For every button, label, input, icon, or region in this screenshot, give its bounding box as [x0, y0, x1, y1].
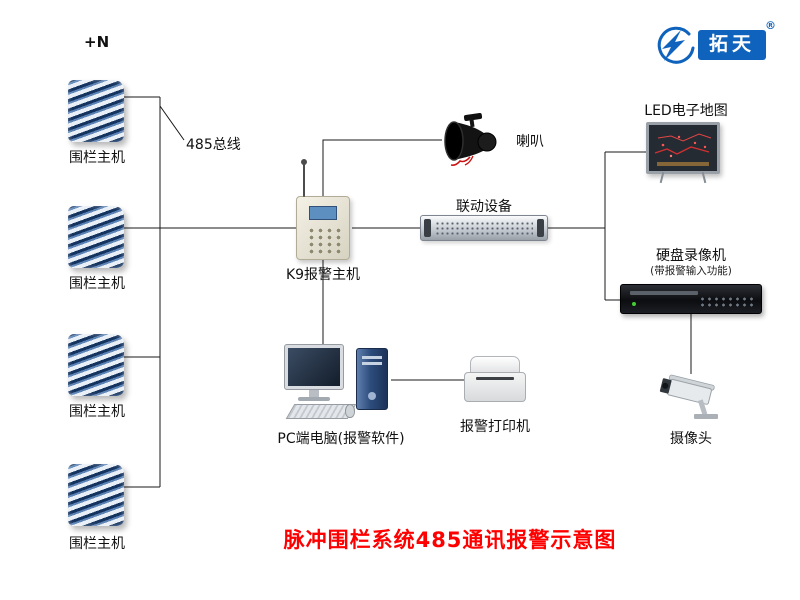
alarm-host-unit	[296, 159, 350, 260]
speaker-unit	[440, 110, 498, 172]
dvr-power-led	[632, 302, 636, 306]
bus-annotation: 485总线	[186, 137, 241, 153]
fence-host-unit-2	[68, 206, 124, 268]
connector-alarm-host-speaker	[322, 139, 442, 196]
brand-logo: 拓天 ®	[650, 19, 776, 68]
fence-host-icon	[68, 80, 124, 142]
monitor-screen	[288, 348, 340, 386]
dvr-sublabel: (带报警输入功能)	[650, 265, 732, 277]
fence-host-label-2: 围栏主机	[69, 276, 125, 292]
alarm-host-icon	[296, 159, 350, 260]
alarm-host-label: K9报警主机	[285, 267, 361, 283]
led-map-unit	[646, 122, 720, 174]
dvr-buttons	[699, 296, 753, 309]
rack-vents	[435, 221, 533, 235]
fence-host-label-1: 围栏主机	[69, 150, 125, 166]
alarm-host-keypad	[307, 227, 343, 254]
dvr-icon	[620, 284, 762, 314]
monitor-icon	[284, 344, 344, 390]
linkage-label: 联动设备	[456, 199, 512, 215]
dvr-disc-tray	[630, 291, 698, 295]
monitor-base	[298, 397, 330, 401]
fence-host-unit-1	[68, 80, 124, 142]
camera-icon	[659, 374, 718, 419]
monitor-stand	[309, 390, 319, 397]
registered-trademark: ®	[765, 19, 776, 32]
fence-host-unit-3	[68, 334, 124, 396]
fence-host-unit-4	[68, 464, 124, 526]
pc-tower	[356, 348, 388, 410]
tower-drive-bays	[362, 356, 382, 359]
printer-label: 报警打印机	[460, 419, 530, 435]
tower-power-button	[368, 392, 376, 400]
camera-label: 摄像头	[670, 431, 712, 447]
fence-host-label-4: 围栏主机	[69, 536, 125, 552]
antenna-icon	[301, 159, 307, 197]
alarm-host-screen	[309, 206, 337, 220]
pc-label: PC端电脑(报警软件)	[277, 431, 405, 447]
fence-host-icon	[68, 334, 124, 396]
camera-unit	[656, 372, 726, 428]
pc-monitor	[284, 344, 344, 401]
dvr-label: 硬盘录像机	[656, 248, 726, 264]
pc-keyboard	[285, 404, 357, 419]
dvr-unit	[620, 284, 762, 314]
host-count-annotation: +N	[84, 33, 110, 51]
fence-host-icon	[68, 464, 124, 526]
speaker-icon	[444, 113, 497, 166]
led-map-screen	[649, 125, 717, 171]
pc-mouse	[345, 404, 355, 418]
speaker-label: 喇叭	[516, 134, 544, 150]
led-map-icon	[646, 122, 720, 174]
printer-paper-slot	[476, 377, 514, 380]
bus-callout-line	[159, 105, 185, 141]
brand-name: 拓天	[698, 30, 767, 60]
fence-host-icon	[68, 206, 124, 268]
linkage-device-icon	[420, 215, 548, 241]
printer-icon	[464, 356, 526, 402]
linkage-unit	[420, 215, 548, 241]
brand-swoosh-icon	[657, 26, 695, 64]
tower-icon	[356, 348, 388, 410]
printer-unit	[464, 356, 526, 402]
mouse-icon	[345, 404, 355, 418]
diagram-title: 脉冲围栏系统485通讯报警示意图	[283, 528, 617, 552]
fence-host-label-3: 围栏主机	[69, 404, 125, 420]
led-map-label: LED电子地图	[644, 103, 728, 119]
